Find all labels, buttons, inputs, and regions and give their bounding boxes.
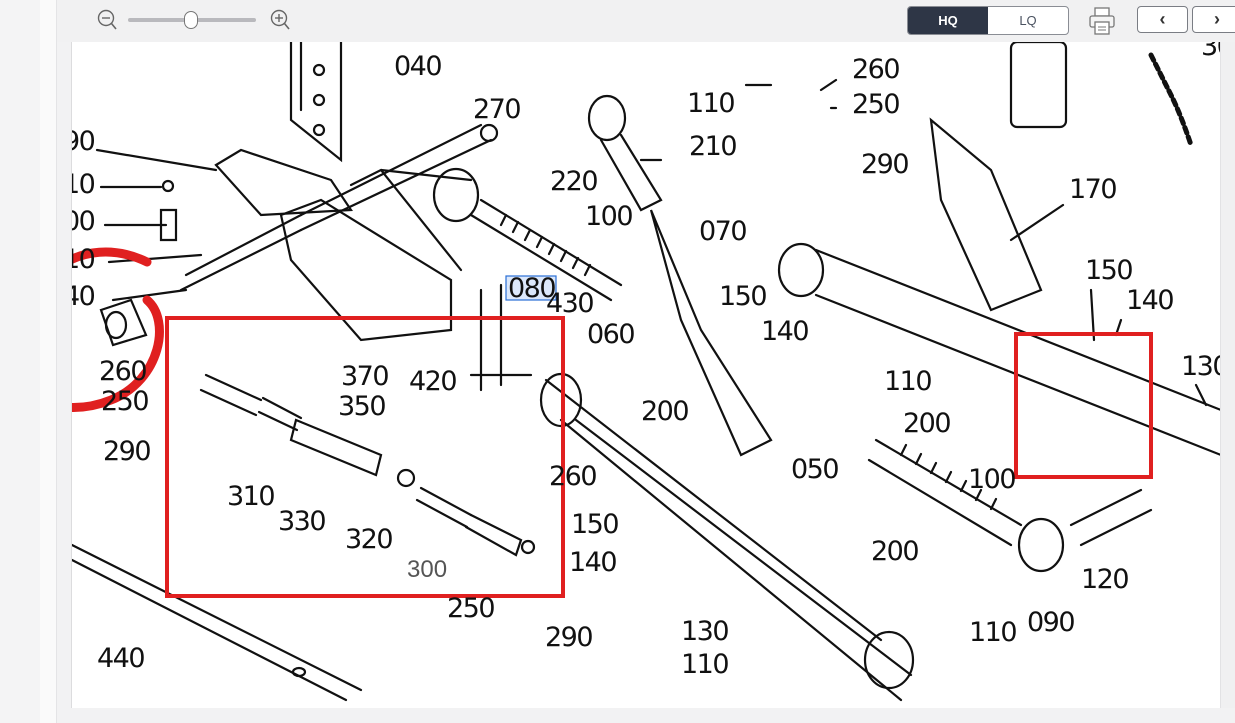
part-callout[interactable]: 30: [1201, 42, 1221, 62]
red-box-annotation-bracket: [1014, 332, 1153, 479]
part-callout[interactable]: 300: [407, 556, 447, 583]
part-callout[interactable]: 110: [681, 649, 730, 680]
part-callout[interactable]: 110: [884, 366, 933, 397]
zoom-in-icon[interactable]: [269, 8, 291, 32]
part-callout[interactable]: 140: [569, 547, 618, 578]
vertical-scrollbar[interactable]: [1220, 42, 1235, 708]
quality-hq-button[interactable]: HQ: [908, 7, 988, 34]
zoom-slider-thumb[interactable]: [184, 11, 198, 29]
part-callout[interactable]: 220: [550, 166, 599, 197]
part-callout[interactable]: 200: [871, 536, 920, 567]
part-callout[interactable]: 150: [571, 509, 620, 540]
zoom-out-icon[interactable]: [96, 8, 118, 32]
part-callout[interactable]: 210: [689, 131, 738, 162]
highlighted-part-box: [505, 275, 557, 301]
part-callout[interactable]: 090: [1027, 607, 1076, 638]
part-callout[interactable]: 130: [1181, 351, 1221, 382]
left-panel: [40, 0, 57, 723]
part-callout[interactable]: 250: [852, 89, 901, 120]
part-callout[interactable]: 10: [72, 244, 96, 275]
diagram-line-art: [72, 42, 1221, 702]
part-callout[interactable]: 250: [447, 593, 496, 624]
parts-diagram-viewer[interactable]: 0402701102602502903021022017090100010401…: [71, 42, 1221, 708]
part-callout[interactable]: 420: [409, 366, 458, 397]
part-callout[interactable]: 070: [699, 216, 748, 247]
part-callout[interactable]: 250: [101, 386, 150, 417]
part-callout[interactable]: 330: [278, 506, 327, 537]
part-callout[interactable]: 290: [545, 622, 594, 653]
part-callout[interactable]: 120: [1081, 564, 1130, 595]
part-callout[interactable]: 140: [761, 316, 810, 347]
part-callout[interactable]: 200: [903, 408, 952, 439]
left-margin: [0, 0, 40, 723]
part-callout[interactable]: 130: [681, 616, 730, 647]
part-callout[interactable]: 150: [1085, 255, 1134, 286]
part-callout[interactable]: 320: [345, 524, 394, 555]
part-callout[interactable]: 100: [585, 201, 634, 232]
red-box-annotation-turnbuckle: [165, 316, 565, 598]
part-callout[interactable]: 00: [72, 206, 96, 237]
part-callout[interactable]: 260: [99, 356, 148, 387]
quality-lq-button[interactable]: LQ: [1019, 13, 1037, 28]
highlighted-part-callout[interactable]: 080: [508, 273, 557, 304]
part-callout[interactable]: 310: [227, 481, 276, 512]
parts-diagram: 0402701102602502903021022017090100010401…: [72, 42, 1221, 702]
quality-toggle: HQ LQ: [907, 6, 1069, 35]
printer-icon[interactable]: [1088, 6, 1116, 36]
part-callout[interactable]: 40: [72, 281, 96, 312]
part-callout[interactable]: 90: [72, 126, 96, 157]
part-callout[interactable]: 170: [1069, 174, 1118, 205]
part-callout[interactable]: 270: [473, 94, 522, 125]
red-circle-annotation: [72, 247, 164, 412]
part-callout[interactable]: 150: [719, 281, 768, 312]
part-callout[interactable]: 100: [968, 464, 1017, 495]
part-callout[interactable]: 350: [338, 391, 387, 422]
part-callout[interactable]: 110: [969, 617, 1018, 648]
part-callout[interactable]: 370: [341, 361, 390, 392]
part-callout[interactable]: 290: [861, 149, 910, 180]
part-callout[interactable]: 430: [546, 288, 595, 319]
part-callout[interactable]: 140: [1126, 285, 1175, 316]
part-callout[interactable]: 040: [394, 51, 443, 82]
part-callout[interactable]: 050: [791, 454, 840, 485]
part-callout[interactable]: 290: [103, 436, 152, 467]
part-callout[interactable]: 260: [852, 54, 901, 85]
part-callout[interactable]: 260: [549, 461, 598, 492]
next-page-button[interactable]: ›: [1192, 6, 1235, 33]
previous-page-button[interactable]: ‹: [1137, 6, 1188, 33]
part-callout[interactable]: 110: [687, 88, 736, 119]
part-callout[interactable]: 10: [72, 169, 96, 200]
part-callout[interactable]: 060: [587, 319, 636, 350]
part-callout[interactable]: 440: [97, 643, 146, 674]
part-callout[interactable]: 200: [641, 396, 690, 427]
